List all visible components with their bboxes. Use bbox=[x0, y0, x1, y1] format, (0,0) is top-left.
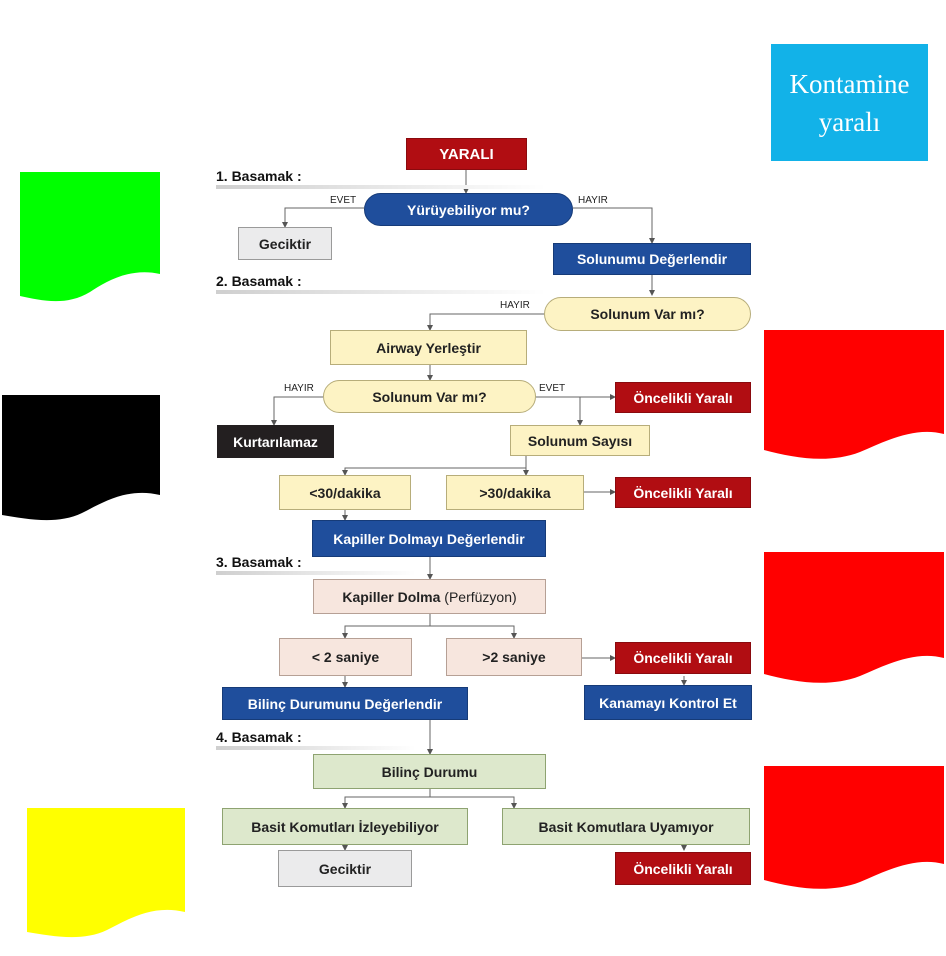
black-flag bbox=[2, 395, 160, 521]
edge-label-hayir-2: HAYIR bbox=[500, 300, 530, 311]
node-bilinc-degerlendir: Bilinç Durumunu Değerlendir bbox=[222, 687, 468, 720]
node-solunum-sayisi: Solunum Sayısı bbox=[510, 425, 650, 456]
node-oncelikli-1: Öncelikli Yaralı bbox=[615, 382, 751, 413]
step-3-divider bbox=[216, 571, 416, 575]
step-2-divider bbox=[216, 290, 546, 294]
kontamine-line2: yaralı bbox=[818, 106, 881, 137]
kontamine-label: Kontamine yaralı bbox=[771, 44, 928, 161]
node-geciktir-2: Geciktir bbox=[278, 850, 412, 887]
node-bilinc-durumu: Bilinç Durumu bbox=[313, 754, 546, 789]
node-uyamiyor: Basit Komutlara Uyamıyor bbox=[502, 808, 750, 845]
kontamine-line1: Kontamine bbox=[789, 68, 910, 99]
node-izleyebiliyor: Basit Komutları İzleyebiliyor bbox=[222, 808, 468, 845]
node-solunum-degerlendir: Solunumu Değerlendir bbox=[553, 243, 751, 275]
node-kapiller-degerlendir: Kapiller Dolmayı Değerlendir bbox=[312, 520, 546, 557]
perfuzyon-label: (Perfüzyon) bbox=[444, 588, 517, 605]
edge-label-hayir-1: HAYIR bbox=[578, 195, 608, 206]
edge-label-hayir-3: HAYIR bbox=[284, 383, 314, 394]
node-oncelikli-4: Öncelikli Yaralı bbox=[615, 852, 751, 885]
green-flag bbox=[20, 172, 160, 302]
node-kanama: Kanamayı Kontrol Et bbox=[584, 685, 752, 720]
kapiller-dolma-label: Kapiller Dolma bbox=[342, 588, 441, 605]
node-gt30: >30/dakika bbox=[446, 475, 584, 510]
step-4-label: 4. Basamak : bbox=[216, 729, 302, 745]
node-oncelikli-3: Öncelikli Yaralı bbox=[615, 642, 751, 674]
step-2-label: 2. Basamak : bbox=[216, 273, 302, 289]
step-4-divider bbox=[216, 746, 416, 750]
node-yuruyebiliyor: Yürüyebiliyor mu? bbox=[364, 193, 573, 226]
step-3-label: 3. Basamak : bbox=[216, 554, 302, 570]
red-flag-2 bbox=[764, 552, 944, 683]
node-kapiller-dolma: Kapiller Dolma (Perfüzyon) bbox=[313, 579, 546, 614]
node-kurtarilamaz: Kurtarılamaz bbox=[217, 425, 334, 458]
node-airway: Airway Yerleştir bbox=[330, 330, 527, 365]
node-gt2: >2 saniye bbox=[446, 638, 582, 676]
node-lt30: <30/dakika bbox=[279, 475, 411, 510]
node-yarali: YARALI bbox=[406, 138, 527, 170]
edge-label-evet-1: EVET bbox=[330, 195, 357, 206]
node-oncelikli-2: Öncelikli Yaralı bbox=[615, 477, 751, 508]
red-flag-1 bbox=[764, 330, 944, 459]
step-1-label: 1. Basamak : bbox=[216, 168, 302, 184]
edge-label-evet-2: EVET bbox=[539, 383, 566, 394]
red-flag-3 bbox=[764, 766, 944, 889]
step-1-divider bbox=[216, 185, 546, 189]
node-lt2: < 2 saniye bbox=[279, 638, 412, 676]
yellow-flag bbox=[27, 808, 185, 938]
node-solunum-var-1: Solunum Var mı? bbox=[544, 297, 751, 331]
node-solunum-var-2: Solunum Var mı? bbox=[323, 380, 536, 413]
node-geciktir-1: Geciktir bbox=[238, 227, 332, 260]
